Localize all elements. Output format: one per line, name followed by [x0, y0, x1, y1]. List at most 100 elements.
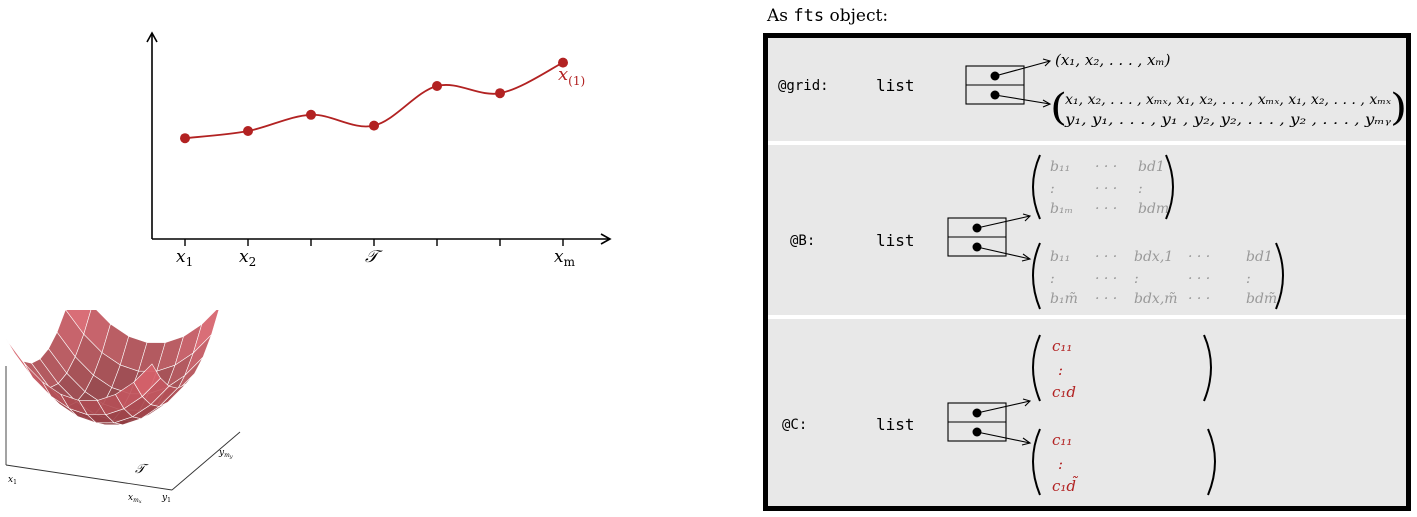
surface-facet: [5, 338, 34, 378]
slot-b-label: @B:: [790, 233, 816, 249]
c-vector1-cell: :: [1058, 361, 1063, 379]
fts-heading: As fts object:: [767, 6, 888, 26]
b-matrix2-cell: · · ·: [1095, 271, 1117, 287]
grid-pointer-box: [965, 65, 1025, 105]
fts-object-box: @grid: list (x₁, x₂, . . . , xₘ) ( x₁, x…: [763, 33, 1411, 511]
surface-plot: x1 xmx y1 ymy 𝒯: [5, 310, 241, 505]
b-matrix2-cell: b₁m̃: [1050, 291, 1078, 307]
b-matrix2-cell: · · ·: [1188, 291, 1210, 307]
b-matrix2: b₁₁· · ·bdx,1· · ·bd1:· · ·:· · ·:b₁m̃· …: [1050, 249, 1277, 307]
x-tick-label: xm: [554, 247, 576, 269]
x-axis-arrow-icon: [600, 233, 612, 245]
curve-point: [495, 88, 505, 99]
fts-heading-suffix: object:: [824, 6, 889, 26]
slot-c-graphic: c₁₁: c₁d c₁₁: c₁d̃: [947, 334, 1216, 496]
b-matrix2-cell: :: [1134, 271, 1139, 287]
fts-heading-code: fts: [793, 6, 825, 26]
c-vector1-paren-left: [1032, 334, 1041, 402]
b-matrix1-cell: :: [1138, 181, 1143, 197]
b-matrix1: b₁₁ · · · bd1: · · ·: b₁ₘ · · · bdm: [1050, 159, 1169, 217]
slot-c-label: @C:: [782, 417, 808, 433]
b-matrix1-cell: b₁ₘ: [1050, 201, 1073, 217]
x-ticks: [184, 239, 564, 246]
b-matrix2-cell: :: [1050, 271, 1055, 287]
surface-label-x1: x1: [8, 475, 17, 486]
b-matrix1-cell: b₁₁: [1050, 159, 1070, 175]
surface-facet: [133, 363, 161, 397]
c-vector2-cell: c₁d̃: [1052, 476, 1079, 495]
surface-box-bottom-edge: [5, 464, 173, 491]
slot-c: @C: list c₁₁: c₁d c₁₁: c₁d̃: [768, 319, 1406, 506]
curve-point: [306, 109, 316, 120]
c-vector1-paren-right: [1203, 334, 1212, 402]
b-matrix2-paren-right: [1275, 242, 1284, 310]
c-vector1-cell: c₁d: [1052, 383, 1076, 401]
curve-point: [243, 126, 253, 136]
b-matrix1-paren-right: [1165, 154, 1174, 220]
series-label-sub: (1): [568, 74, 585, 88]
b-matrix1-cell: bd1: [1138, 159, 1165, 175]
b-matrix1-cell: · · ·: [1095, 181, 1117, 197]
slot-grid-label: @grid:: [778, 78, 829, 94]
y-axis-arrow-icon: [146, 31, 158, 43]
c-arrows: [976, 398, 1032, 446]
slot-grid-graphic: (x₁, x₂, . . . , xₘ) ( x₁, x₂, . . . , x…: [965, 51, 1407, 129]
surface-label-y1: y1: [161, 493, 171, 504]
b-arrows: [976, 213, 1032, 262]
c-vector2-paren-left: [1032, 428, 1041, 496]
surface-box-right-edge: [171, 431, 241, 491]
curve-axes: [146, 31, 612, 245]
b-matrix2-cell: · · ·: [1095, 249, 1117, 265]
curve-point: [180, 133, 190, 144]
series-label: x(1): [558, 64, 585, 88]
b-matrix2-cell: bdm̃: [1246, 291, 1277, 307]
b-matrix2-cell: bdx,1: [1134, 249, 1173, 265]
b-matrix2-cell: · · ·: [1095, 291, 1117, 307]
surface-center-label: 𝒯: [135, 462, 149, 477]
grid-paren-left: (: [1050, 85, 1067, 129]
grid-row2b: y₁, y₁, . . . , y₁ , y₂, y₂, . . . , y₂ …: [1064, 112, 1392, 128]
c-vector2-cell: c₁₁: [1052, 431, 1072, 449]
c-vector1: c₁₁: c₁d: [1052, 337, 1076, 401]
grid-arrows: [994, 58, 1052, 108]
b-matrix1-cell: · · ·: [1095, 159, 1117, 175]
curve-point: [369, 120, 379, 131]
slot-c-type: list: [876, 415, 915, 434]
slot-b: @B: list b₁₁ · · · bd1: · · ·: b₁ₘ · · · bdm b…: [768, 145, 1406, 315]
slot-b-graphic: b₁₁ · · · bd1: · · ·: b₁ₘ · · · bdm b₁₁ · · · bd…: [947, 154, 1284, 310]
series-label-base: x: [558, 64, 568, 85]
c-vector2-cell: :: [1058, 455, 1063, 473]
b-matrix1-paren-left: [1032, 154, 1041, 220]
slot-grid: @grid: list (x₁, x₂, . . . , xₘ) ( x₁, x…: [768, 38, 1407, 141]
b-pointer-box: [947, 217, 1007, 257]
c-pointer-box: [947, 402, 1007, 442]
grid-row2a: x₁, x₂, . . . , xₘₓ, x₁, x₂, . . . , xₘₓ…: [1065, 92, 1391, 108]
surface-label-xm: xmx: [128, 493, 142, 505]
b-matrix2-cell: bdx,m̃: [1134, 291, 1178, 307]
surface-box: [5, 366, 241, 491]
surface-mesh: [5, 310, 220, 426]
fts-heading-prefix: As: [767, 6, 794, 26]
slot-grid-type: list: [876, 76, 915, 95]
surface-label-ym: ymy: [218, 448, 233, 460]
curve-point: [558, 57, 568, 68]
grid-paren-right: ): [1390, 85, 1407, 129]
b-matrix2-cell: :: [1246, 271, 1251, 287]
slot-b-type: list: [876, 231, 915, 250]
b-matrix1-cell: bdm: [1138, 201, 1169, 217]
b-matrix2-cell: bd1: [1246, 249, 1273, 265]
x-tick-label: x1: [176, 247, 193, 269]
b-matrix2-paren-left: [1032, 242, 1041, 310]
x-tick-label: x2: [239, 247, 256, 269]
b-matrix2-cell: · · ·: [1188, 249, 1210, 265]
b-matrix1-cell: · · ·: [1095, 201, 1117, 217]
c-vector1-cell: c₁₁: [1052, 337, 1072, 355]
curve-points: [180, 57, 568, 144]
b-matrix2-cell: · · ·: [1188, 271, 1210, 287]
x-tick-label: 𝒯: [365, 247, 383, 267]
b-matrix1-cell: :: [1050, 181, 1055, 197]
grid-row1: (x₁, x₂, . . . , xₘ): [1055, 51, 1171, 69]
c-vector2-paren-right: [1207, 428, 1216, 496]
